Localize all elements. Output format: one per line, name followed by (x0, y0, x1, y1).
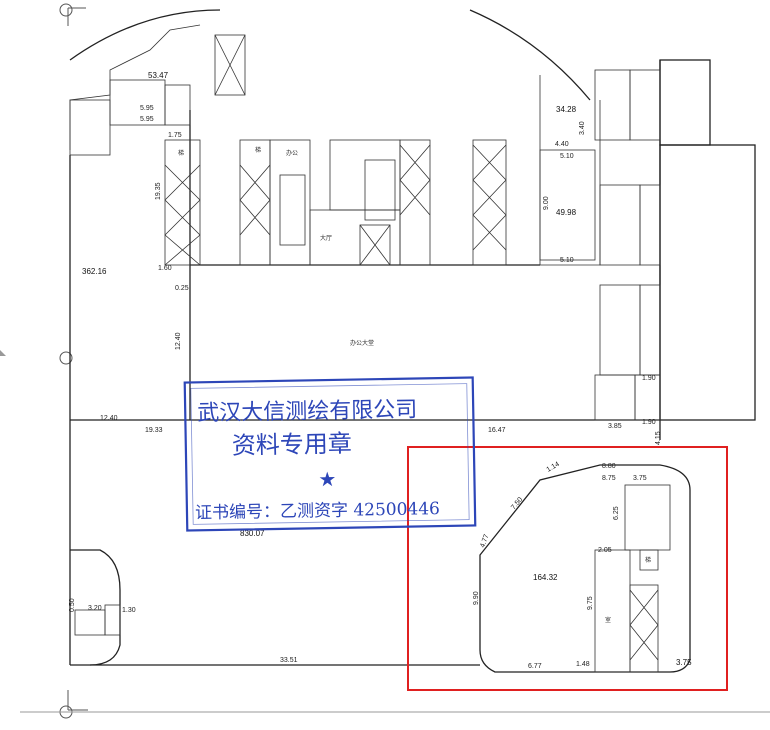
dim-6-77: 6.77 (528, 663, 542, 670)
dim-16-47: 16.47 (488, 427, 506, 434)
label-lobby: 办公大堂 (350, 339, 374, 347)
dim-1-14: 1.14 (546, 461, 561, 474)
dim-9-00: 9.00 (543, 196, 550, 210)
dim-1-30: 1.30 (122, 607, 136, 614)
dim-6-25: 6.25 (613, 506, 620, 520)
dim-5-95-a: 5.95 (140, 105, 154, 112)
bottom-right-room (479, 464, 691, 673)
dim-1-75: 1.75 (168, 132, 182, 139)
dim-4-15: 4.15 (655, 431, 662, 445)
area-49: 49.98 (556, 208, 577, 217)
dim-1-60: 1.60 (158, 265, 172, 272)
stamp-line-2: 资料专用章 (232, 430, 352, 460)
stamp-star: ★ (318, 467, 336, 491)
dim-0-50: 0.50 (69, 598, 76, 612)
dim-0-25: 0.25 (175, 285, 189, 292)
label-stair-2: 梯 (255, 146, 261, 154)
label-hall: 大厅 (320, 234, 332, 242)
dim-9-75: 9.75 (587, 596, 594, 610)
dim-5-95-b: 5.95 (140, 116, 154, 123)
dim-7-50: 7.50 (510, 496, 524, 511)
stamp-line-3: 证书编号：乙测资字 42500446 (195, 499, 440, 523)
dim-3-40: 3.40 (579, 121, 586, 135)
dim-5-10-b: 5.10 (560, 257, 574, 264)
stamp-line-1: 武汉大信测绘有限公司 (197, 397, 417, 426)
dim-4-77: 4.77 (479, 533, 490, 548)
dim-1-48: 1.48 (576, 661, 590, 668)
central-rooms (239, 139, 507, 266)
crop-marks (0, 3, 770, 719)
dim-1-90-b: 1.90 (642, 419, 656, 426)
label-office: 办公 (286, 149, 298, 157)
dim-8-80: 8.80 (602, 463, 616, 470)
dim-19-33: 19.33 (145, 427, 163, 434)
dim-9-90: 9.90 (473, 591, 480, 605)
bottom-left-room (70, 549, 121, 666)
dim-19-35: 19.35 (155, 182, 162, 200)
area-362: 362.16 (82, 267, 107, 276)
label-stair-3: 梯 (645, 556, 651, 564)
area-830: 830.07 (240, 529, 265, 538)
dim-3-75: 3.75 (633, 475, 647, 482)
area-164: 164.32 (533, 573, 558, 582)
company-stamp: 武汉大信测绘有限公司 资料专用章 ★ 证书编号：乙测资字 42500446 (183, 376, 477, 532)
dim-33-51: 33.51 (280, 657, 298, 664)
dim-1-90-a: 1.90 (642, 375, 656, 382)
dim-12-40-b: 12.40 (175, 332, 182, 350)
dimension-labels: 12.40 19.33 16.47 12.40 33.51 19.35 5.95… (69, 105, 662, 670)
dim-2-05: 2.05 (598, 547, 612, 554)
room-labels: 362.16 53.47 34.28 49.98 830.07 164.32 3… (82, 71, 692, 667)
area-34: 34.28 (556, 105, 577, 114)
dim-3-20: 3.20 (88, 605, 102, 612)
right-rooms (539, 69, 661, 421)
dim-4-40: 4.40 (555, 141, 569, 148)
dim-8-75: 8.75 (602, 475, 616, 482)
area-3-75: 3.75 (676, 658, 692, 667)
dim-5-10-a: 5.10 (560, 153, 574, 160)
outer-walls (69, 9, 756, 666)
highlight-frame (407, 446, 728, 691)
dim-12-40-a: 12.40 (100, 415, 118, 422)
top-left-rooms (69, 24, 246, 266)
dim-3-85: 3.85 (608, 423, 622, 430)
label-stair-1: 梯 (178, 149, 184, 157)
label-office-2: 室 (605, 616, 611, 624)
area-53: 53.47 (148, 71, 169, 80)
